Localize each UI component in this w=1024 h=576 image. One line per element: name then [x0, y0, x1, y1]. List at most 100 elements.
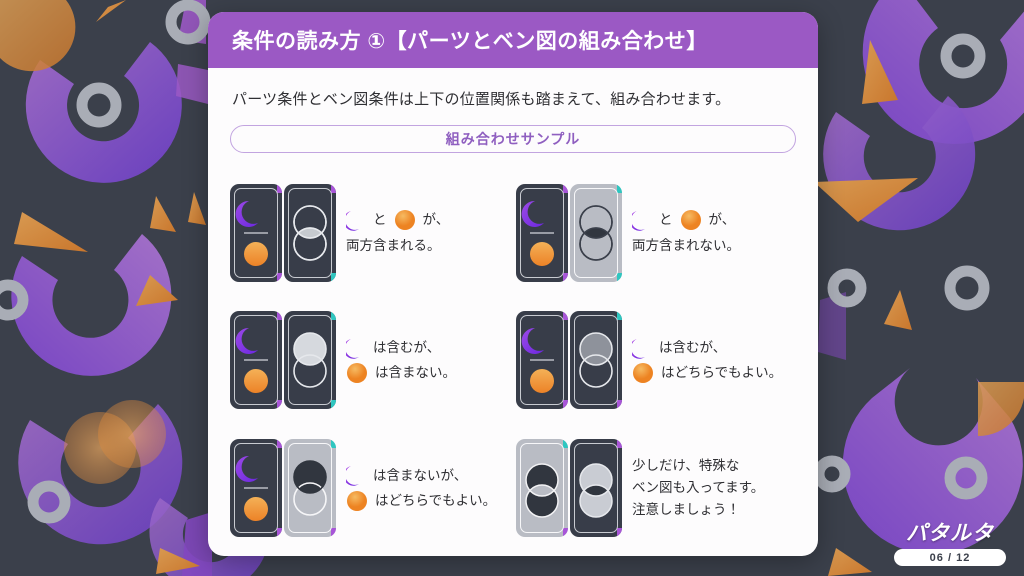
sample-art-1: [230, 183, 336, 282]
venn-mini-card-inverted: [284, 439, 336, 538]
moon-icon: [632, 338, 645, 359]
card-edge-accent: [563, 528, 568, 538]
sample-item-3: は含むが、 は含まない。: [230, 299, 510, 423]
mini-card-pair: [516, 311, 622, 410]
venn-diagram: [293, 205, 327, 261]
sample-line: は含むが、: [632, 335, 782, 361]
sample-line: はどちらでもよい。: [346, 488, 496, 514]
parts-symbols: [235, 328, 268, 394]
card-edge-accent: [277, 272, 282, 282]
brand-wordmark: パタルタ: [906, 522, 994, 545]
circle-icon: [347, 490, 367, 511]
card-edge-accent: [563, 439, 568, 449]
parts-mini-card: [516, 311, 568, 410]
sample-art-4: [516, 311, 622, 410]
venn-diagram: [293, 332, 327, 389]
card-edge-accent: [617, 528, 622, 538]
slide-body: パーツ条件とベン図条件は上下の位置関係も踏まえて、組み合わせます。 組み合わせサ…: [208, 68, 818, 556]
sample-statement: は含むが、: [659, 339, 727, 355]
card-edge-accent: [331, 400, 336, 410]
sample-art-5: [230, 439, 336, 538]
parts-mini-card: [230, 311, 282, 410]
card-edge-accent: [563, 272, 568, 282]
moon-icon: [346, 338, 359, 359]
sample-item-2: と が、 両方含まれない。: [516, 171, 796, 295]
sample-grid: と が、 両方含まれる。: [230, 171, 796, 556]
sample-line: 両方含まれない。: [632, 233, 740, 259]
venn-diagram: [579, 332, 613, 389]
venn-mini-card: [570, 439, 622, 538]
card-edge-accent: [331, 439, 336, 449]
note-line: 少しだけ、特殊な: [632, 457, 740, 473]
card-edge-accent: [277, 439, 282, 449]
sample-line: 両方含まれる。: [346, 233, 449, 259]
parts-mini-card: [230, 439, 282, 538]
card-edge-accent: [331, 311, 336, 321]
card-edge-accent: [617, 439, 622, 449]
card-edge-accent: [563, 183, 568, 193]
venn-diagram: [579, 463, 613, 518]
card-edge-accent: [277, 311, 282, 321]
sample-statement: は含まない。: [375, 365, 456, 381]
sample-text-2: と が、 両方含まれない。: [632, 207, 740, 258]
venn-mini-card: [284, 311, 336, 410]
sample-section-label: 組み合わせサンプル: [230, 125, 796, 153]
sample-text-3: は含むが、 は含まない。: [346, 335, 456, 386]
sample-item-5: は含まないが、 はどちらでもよい。: [230, 426, 510, 550]
sample-conjunction: と: [659, 212, 673, 228]
lead-text: パーツ条件とベン図条件は上下の位置関係も踏まえて、組み合わせます。: [232, 91, 731, 108]
sample-art-6: [516, 439, 622, 538]
venn-diagram: [293, 460, 327, 516]
circle-icon: [347, 363, 367, 384]
venn-mini-card-inverted: [516, 439, 568, 538]
card-edge-accent: [617, 400, 622, 410]
mini-card-pair: [230, 311, 336, 410]
sample-note-6: 少しだけ、特殊な ベン図も入ってます。 注意しましょう！: [632, 455, 764, 522]
parts-symbols: [235, 456, 268, 522]
parts-mini-card: [516, 183, 568, 282]
sample-line: は含まないが、: [346, 463, 496, 489]
sample-statement: はどちらでもよい。: [375, 493, 497, 509]
sample-item-6: 少しだけ、特殊な ベン図も入ってます。 注意しましょう！: [516, 426, 796, 550]
page-title: 条件の読み方 ①【パーツとベン図の組み合わせ】: [232, 30, 708, 53]
sample-statement: は含むが、: [373, 339, 441, 355]
moon-icon: [346, 466, 359, 486]
parts-symbols: [521, 328, 554, 394]
sample-item-1: と が、 両方含まれる。: [230, 171, 510, 295]
moon-icon: [632, 211, 645, 231]
sample-text-4: は含むが、 はどちらでもよい。: [632, 335, 782, 386]
circle-icon: [680, 210, 701, 230]
sample-statement: は含まないが、: [373, 467, 468, 483]
parts-mini-card: [230, 183, 282, 282]
card-edge-accent: [277, 528, 282, 538]
mini-card-pair: [516, 439, 622, 538]
card-edge-accent: [563, 311, 568, 321]
parts-symbols: [521, 200, 554, 266]
sample-statement: はどちらでもよい。: [661, 365, 783, 381]
venn-diagram: [579, 205, 613, 261]
sample-text-1: と が、 両方含まれる。: [346, 207, 449, 258]
sample-line: と が、: [632, 207, 740, 233]
sample-line: はどちらでもよい。: [632, 360, 782, 386]
page-number-badge: 06 / 12: [894, 549, 1006, 566]
moon-icon: [346, 211, 359, 231]
sample-statement: 両方含まれない。: [632, 237, 740, 253]
card-edge-accent: [277, 400, 282, 410]
circle-icon: [633, 363, 653, 384]
card-edge-accent: [331, 272, 336, 282]
sample-section-label-text: 組み合わせサンプル: [445, 131, 581, 147]
sample-art-2: [516, 183, 622, 282]
card-edge-accent: [617, 183, 622, 193]
card-edge-accent: [331, 183, 336, 193]
card-edge-accent: [563, 400, 568, 410]
circle-icon: [394, 210, 415, 230]
mini-card-pair: [230, 439, 336, 538]
note-line: 注意しましょう！: [632, 502, 740, 518]
card-edge-accent: [277, 183, 282, 193]
slide-title-bar: 条件の読み方 ①【パーツとベン図の組み合わせ】: [208, 12, 818, 68]
page-number-text: 06 / 12: [929, 551, 971, 564]
mini-card-pair: [516, 183, 622, 282]
slide-card: 条件の読み方 ①【パーツとベン図の組み合わせ】 パーツ条件とベン図条件は上下の位…: [208, 12, 818, 556]
sample-art-3: [230, 311, 336, 410]
note-line: ベン図も入ってます。: [632, 480, 765, 496]
